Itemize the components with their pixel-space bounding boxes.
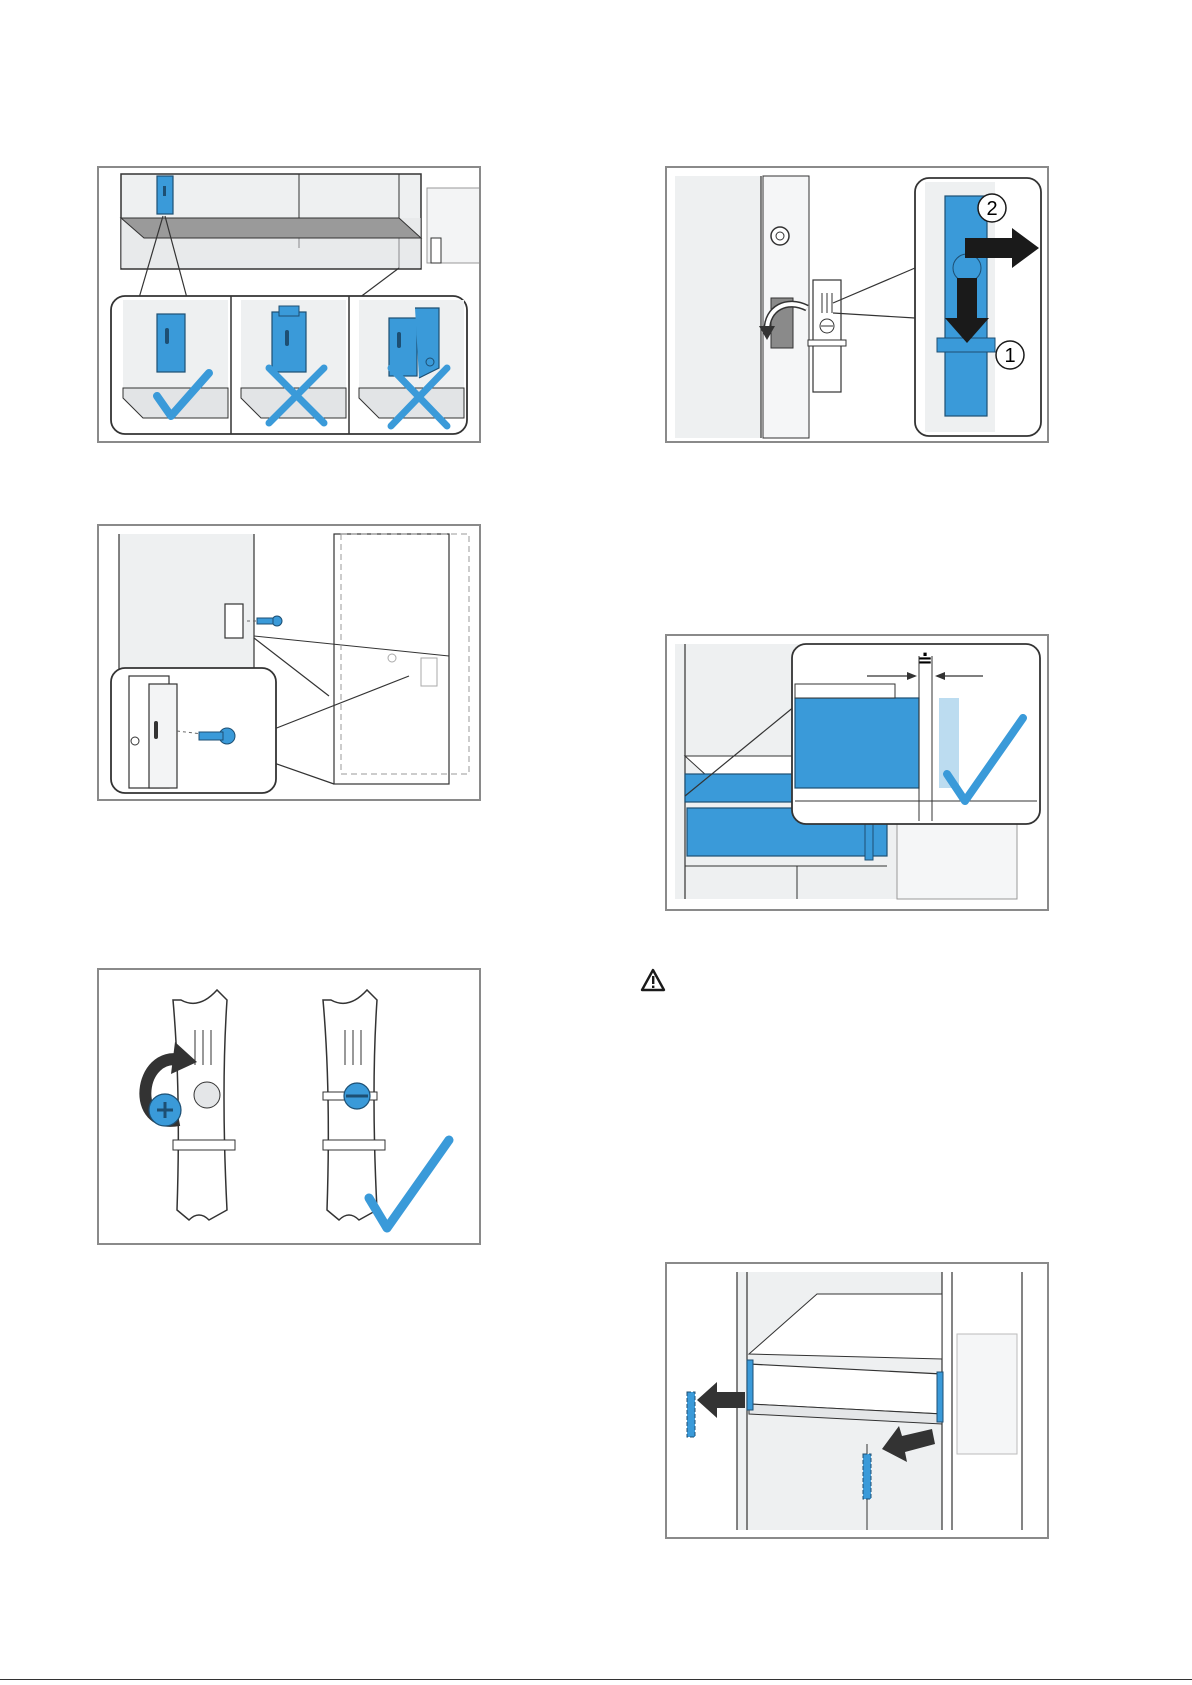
step-label-1: 1 [1004,345,1015,367]
check-icon [369,1140,449,1228]
spacer-left [687,1392,695,1437]
warning-triangle-icon [640,968,666,992]
figure-bracket-positions [97,166,481,443]
figure-front-gap: ≐ [665,634,1049,911]
figure-rotate-screw [97,968,481,1245]
footer-rule [0,1679,1192,1680]
bracket-incorrect-1 [241,300,346,423]
figure-remove-spacers [665,1262,1049,1539]
spacer-right [863,1454,871,1499]
figure-bracket-screw [97,524,481,801]
figure-bracket-release: 2 1 [665,166,1049,443]
screw-icon [257,616,282,626]
bracket-correct [123,300,228,418]
step-label-2: 2 [986,198,997,220]
bracket-incorrect-2 [359,300,464,426]
bracket-before [145,990,235,1220]
bracket-after [323,990,385,1220]
equal-sign-icon: ≐ [917,650,932,670]
